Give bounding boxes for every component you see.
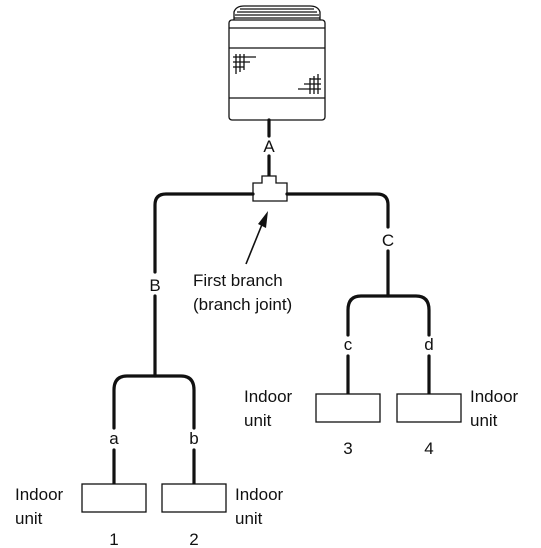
pipe-label-d: d — [424, 335, 433, 354]
panel-grille-right — [298, 74, 321, 94]
pipe-label-c: c — [344, 335, 353, 354]
indoor-unit-3: Indoor unit 3 — [244, 387, 381, 458]
indoor-unit-4-number: 4 — [424, 439, 433, 458]
indoor-unit-2-label-line2: unit — [235, 509, 263, 528]
pipe-C — [285, 192, 390, 298]
indoor-unit-1: Indoor unit 1 — [15, 483, 147, 548]
branch-joint-label: (branch joint) — [193, 295, 292, 314]
indoor-unit-3-number: 3 — [343, 439, 352, 458]
indoor-unit-1-label-line1: Indoor — [15, 485, 64, 504]
indoor-unit-4-label-line1: Indoor — [470, 387, 519, 406]
pipe-B — [153, 192, 255, 378]
branch-joint — [252, 175, 288, 202]
pipe-label-C: C — [382, 231, 394, 250]
indoor-unit-2: Indoor unit 2 — [161, 483, 284, 548]
indoor-unit-4-label-line2: unit — [470, 411, 498, 430]
indoor-unit-2-label-line1: Indoor — [235, 485, 284, 504]
indoor-unit-2-number: 2 — [189, 530, 198, 548]
pipe-label-b: b — [189, 429, 198, 448]
indoor-unit-4: Indoor unit 4 — [396, 387, 519, 458]
outdoor-unit — [228, 5, 326, 121]
pipe-label-a: a — [109, 429, 119, 448]
first-branch-label: First branch — [193, 271, 283, 290]
panel-grille-left — [233, 54, 256, 74]
pointer-arrow — [245, 211, 268, 265]
right-sub-branch — [346, 294, 431, 396]
indoor-unit-1-number: 1 — [109, 530, 118, 548]
pipe-label-B: B — [149, 276, 160, 295]
indoor-unit-3-label-line1: Indoor — [244, 387, 293, 406]
indoor-unit-3-label-line2: unit — [244, 411, 272, 430]
left-sub-branch — [112, 374, 196, 486]
pipe-label-A: A — [263, 137, 275, 156]
indoor-unit-1-label-line2: unit — [15, 509, 43, 528]
